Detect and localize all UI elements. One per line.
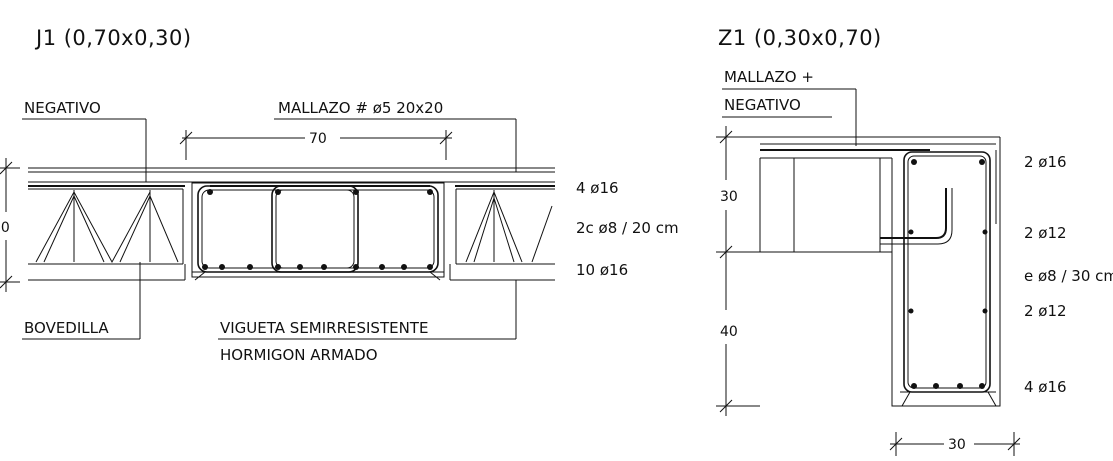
beam-section — [191, 182, 445, 278]
j1-title: J1 (0,70x0,30) — [34, 26, 192, 50]
z1-top-bars — [911, 159, 985, 165]
top-bars-j1 — [207, 189, 433, 195]
j1-vigueta-label-1: VIGUETA SEMIRRESISTENTE — [220, 319, 428, 337]
z1-mid-bars-2-label: 2 ø12 — [1024, 302, 1067, 320]
z1-chamfer-right — [987, 391, 997, 407]
z1-mallazo-label-1: MALLAZO + — [724, 68, 814, 86]
z1-dim-upper-label: 30 — [720, 189, 738, 205]
j1-bottom-bars-label: 10 ø16 — [576, 261, 628, 279]
z1-chamfer-left — [901, 391, 911, 407]
j1-negativo-label: NEGATIVO — [24, 99, 101, 117]
z1-stirrups-label: e ø8 / 30 cm — [1024, 267, 1113, 285]
z1-mallazo-label-2: NEGATIVO — [724, 96, 801, 114]
z1-section: Z1 (0,30x0,70) MALLAZO + NEGATIVO — [716, 26, 1113, 456]
truss-joist-left — [35, 190, 179, 264]
z1-mid-bars-2 — [908, 308, 988, 314]
j1-vigueta-label-2: HORMIGON ARMADO — [220, 346, 378, 364]
j1-bovedilla-label: BOVEDILLA — [24, 319, 109, 337]
truss-joist-right — [465, 190, 553, 263]
j1-dim-height-label: 30 — [0, 220, 10, 236]
z1-hook-bar — [880, 188, 947, 239]
z1-stirrup-inner — [907, 155, 987, 389]
z1-hook-bar-outline — [880, 188, 953, 245]
z1-dim-width-label: 30 — [948, 437, 966, 453]
j1-width-dimension: 70 — [179, 130, 453, 160]
j1-mallazo-label: MALLAZO # ø5 20x20 — [278, 99, 443, 117]
j1-stirrups-label: 2c ø8 / 20 cm — [576, 219, 679, 237]
z1-dim-lower-label: 40 — [720, 324, 738, 340]
j1-height-dimension: 30 — [0, 158, 20, 292]
j1-top-bars-label: 4 ø16 — [576, 179, 619, 197]
beam-chamfer-right — [429, 271, 441, 281]
z1-stirrup — [903, 151, 991, 393]
z1-bottom-bars — [911, 383, 985, 389]
z1-bottom-bars-label: 4 ø16 — [1024, 378, 1067, 396]
z1-width-dimension: 30 — [889, 432, 1021, 456]
z1-title: Z1 (0,30x0,70) — [718, 26, 882, 50]
z1-mid-bars-1-label: 2 ø12 — [1024, 224, 1067, 242]
z1-height-dimension: 30 40 — [716, 126, 760, 416]
bottom-bars-j1 — [202, 264, 433, 270]
j1-section: J1 (0,70x0,30) — [0, 26, 679, 364]
z1-beam-outline — [891, 137, 1001, 407]
z1-top-bars-label: 2 ø16 — [1024, 153, 1067, 171]
beam-chamfer-left — [194, 271, 206, 281]
j1-dim-width-label: 70 — [309, 131, 327, 147]
z1-mid-bars-1 — [908, 229, 988, 235]
